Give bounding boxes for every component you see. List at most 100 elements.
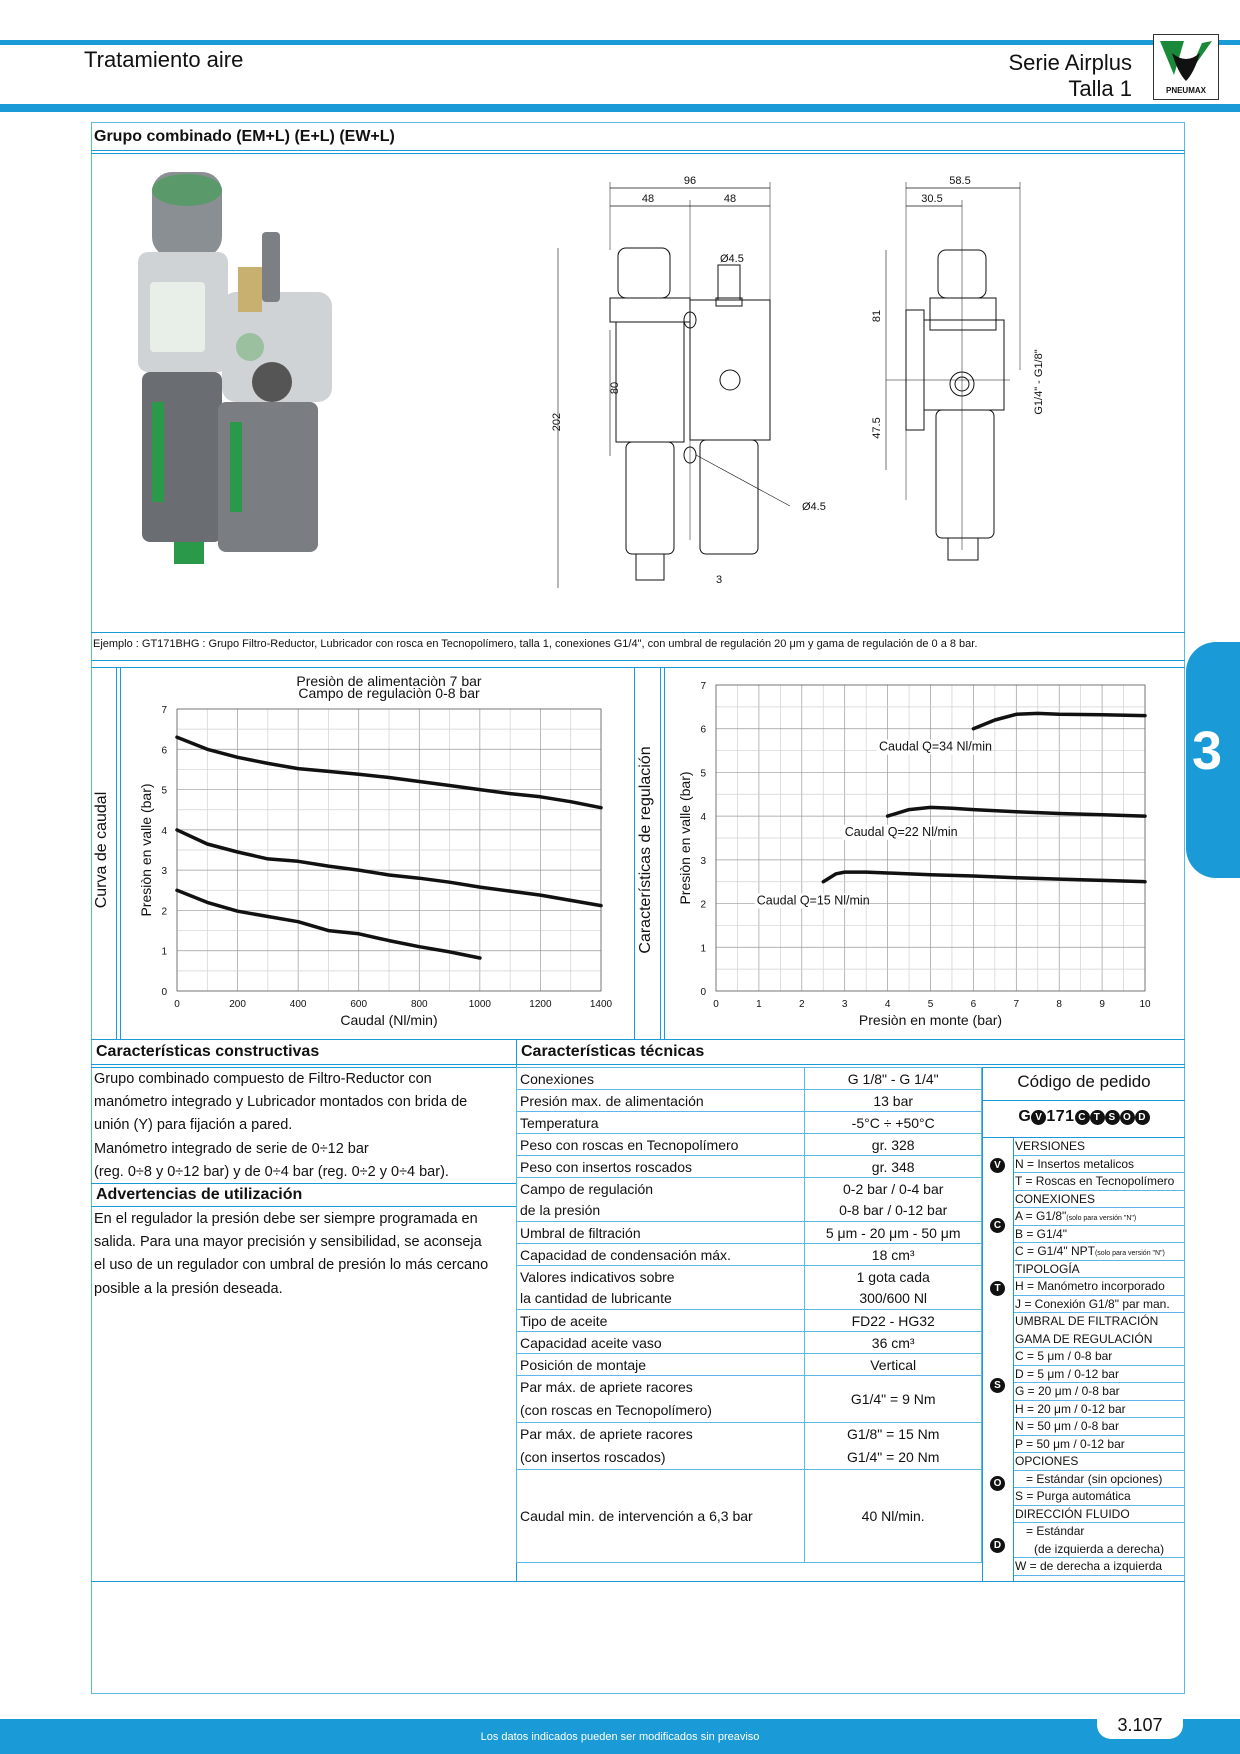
x-tick-label: 3 <box>842 999 848 1010</box>
y-tick-label: 2 <box>700 900 706 911</box>
code-badge-c: C <box>1074 1110 1090 1125</box>
construction-line: (reg. 0÷8 y 0÷12 bar) y de 0÷4 bar (reg.… <box>94 1163 449 1180</box>
dim-hole-bottom: Ø4.5 <box>802 501 826 513</box>
order-group-heading: DIRECCIÓN FLUIDO <box>1014 1506 1184 1523</box>
logo-text: PNEUMAX <box>1166 86 1207 95</box>
x-tick-label: 400 <box>290 999 307 1010</box>
page-number-tab <box>1097 1713 1183 1739</box>
order-option: P = 50 μm / 0-12 bar <box>1014 1436 1184 1453</box>
spec-label: Peso con insertos roscados <box>515 1155 806 1178</box>
order-option: C = 5 μm / 0-8 bar <box>1014 1348 1184 1366</box>
technical-drawing-front: 96 48 48 Ø4.5 80 202 Ø4.5 3 <box>540 170 840 590</box>
top-rule <box>0 40 1240 45</box>
y-tick-label: 0 <box>700 987 706 998</box>
order-option: (de izquierda a derecha) <box>1014 1541 1184 1558</box>
chart-subtitle: Campo de regulaciòn 0-8 bar <box>298 685 480 701</box>
spec-value: 5 μm - 20 μm - 50 μm <box>804 1221 982 1244</box>
technical-title: Características técnicas <box>521 1043 705 1060</box>
spec-label: Tipo de aceite <box>515 1309 806 1332</box>
chart-divider-5 <box>664 667 665 1039</box>
spec-label: Capacidad aceite vaso <box>515 1331 806 1354</box>
dim-202: 202 <box>551 413 563 431</box>
chart-divider-2 <box>120 667 121 1039</box>
spec-label: Valores indicativos sobre <box>515 1265 806 1288</box>
badge-s: S <box>990 1378 1005 1393</box>
construction-line: manómetro integrado y Lubricador montado… <box>94 1094 468 1111</box>
spec-label-line: (con roscas en Tecnopolímero) <box>520 1402 712 1418</box>
dim-3: 3 <box>716 574 722 586</box>
y-tick-label: 5 <box>700 768 706 779</box>
order-option-note: (solo para versión "N") <box>1094 1250 1165 1257</box>
y-axis-label: Presiòn en valle (bar) <box>677 771 693 904</box>
warnings-line: posible a la presión deseada. <box>94 1280 283 1297</box>
chart-divider-4 <box>660 667 661 1039</box>
product-photo <box>122 172 342 592</box>
dim-58-5: 58.5 <box>949 175 970 187</box>
series-line <box>821 870 1147 884</box>
header-rule <box>0 104 1240 112</box>
order-divider-left <box>982 1067 983 1582</box>
code-badge-t: T <box>1089 1110 1105 1125</box>
spec-value: 300/600 Nl <box>804 1287 982 1310</box>
size-title: Talla 1 <box>1068 76 1132 101</box>
x-tick-label: 0 <box>174 999 180 1010</box>
order-group-heading: VERSIONES <box>1014 1138 1184 1156</box>
x-tick-label: 10 <box>1139 999 1151 1010</box>
page-number: 3.107 <box>1117 1715 1163 1735</box>
series-label-bg <box>754 893 859 909</box>
x-tick-label: 7 <box>1014 999 1020 1010</box>
dim-80: 80 <box>609 382 621 394</box>
construction-line: Grupo combinado compuesto de Filtro-Redu… <box>94 1071 432 1087</box>
warnings-line: salida. Para una mayor precisión y sensi… <box>94 1234 482 1251</box>
code-prefix: G <box>1018 1108 1032 1125</box>
table-row: Caudal min. de intervención a 6,3 bar 40… <box>515 1469 982 1563</box>
spec-value: 0-8 bar / 0-12 bar <box>804 1199 982 1222</box>
code-badge-d: D <box>1134 1110 1150 1125</box>
dim-47-5: 47.5 <box>871 417 883 438</box>
spec-rule-bottom <box>91 1581 1185 1582</box>
spec-value: G 1/8" - G 1/4" <box>804 1067 982 1090</box>
spec-value: 1 gota cada <box>804 1265 982 1288</box>
order-option: G = 20 μm / 0-8 bar <box>1014 1383 1184 1401</box>
spec-value: G1/4" = 9 Nm <box>804 1375 982 1423</box>
order-option-text: A = G1/8" <box>1015 1209 1067 1223</box>
order-divider-badges <box>1013 1137 1014 1582</box>
order-title-rule <box>982 1100 1185 1101</box>
x-tick-label: 5 <box>928 999 934 1010</box>
order-code-rule <box>982 1137 1185 1138</box>
y-tick-label: 6 <box>700 725 706 736</box>
order-option: A = G1/8"(solo para versión "N") <box>1014 1208 1184 1226</box>
charts-rule-bottom <box>91 1039 1185 1040</box>
y-tick-label: 3 <box>700 856 706 867</box>
construction-text: Grupo combinado compuesto de Filtro-Redu… <box>94 1068 467 1184</box>
order-group-heading: TIPOLOGÍA <box>1014 1261 1184 1278</box>
section-title: Tratamiento aire <box>84 47 244 72</box>
series-title: Serie Airplus <box>1008 50 1132 75</box>
example-rule-top <box>91 632 1185 633</box>
warnings-line: el uso de un regulador con umbral de pre… <box>94 1257 489 1274</box>
spec-label-line: Par máx. de apriete racores <box>520 1379 693 1395</box>
dim-30-5: 30.5 <box>921 193 942 205</box>
example-rule-bottom-2 <box>91 667 1185 668</box>
y-tick-label: 0 <box>161 987 167 998</box>
spec-label-line: Par máx. de apriete racores <box>520 1426 693 1442</box>
construction-line: Manómetro integrado de serie de 0÷12 bar <box>94 1140 369 1157</box>
order-option: C = G1/4" NPT(solo para versión "N") <box>1014 1243 1184 1261</box>
series-label: Caudal Q=22 Nl/min <box>845 825 958 839</box>
spec-label: Campo de regulación <box>515 1177 806 1200</box>
badge-o: O <box>990 1476 1005 1491</box>
spec-label: Temperatura <box>515 1111 806 1134</box>
spec-label: Peso con roscas en Tecnopolímero <box>515 1133 806 1156</box>
spec-label: Umbral de filtración <box>515 1221 806 1244</box>
spec-label: Posición de montaje <box>515 1353 806 1376</box>
footer-bar <box>0 1719 1240 1754</box>
badge-d: D <box>990 1538 1005 1553</box>
product-frame <box>91 122 1185 1694</box>
